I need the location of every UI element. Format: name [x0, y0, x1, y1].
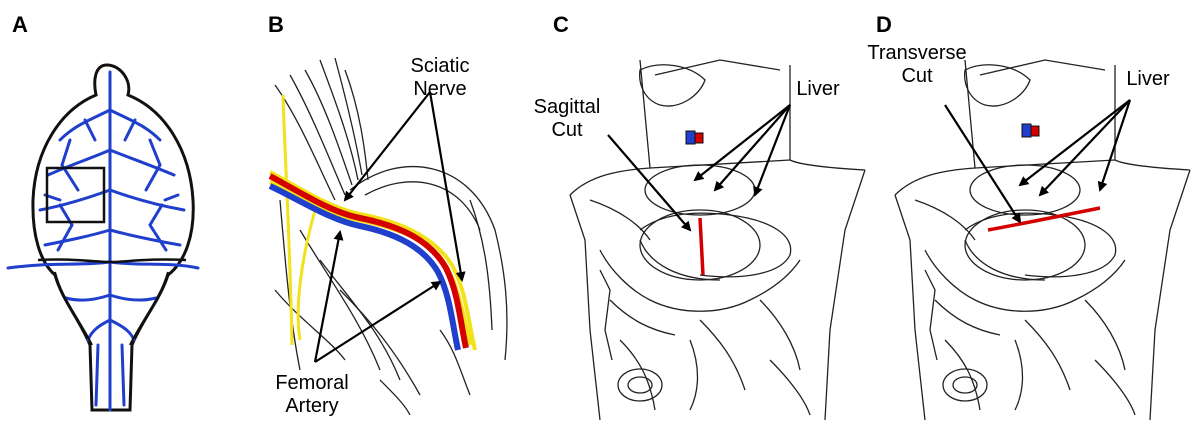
label-femoral-line2: Artery — [262, 395, 362, 418]
panel-d-anatomy-sketch — [895, 60, 1190, 420]
panel-a-brain-diagram — [8, 65, 198, 410]
label-transverse-line2: Cut — [862, 65, 972, 88]
label-sagittal-cut: Sagittal Cut — [527, 96, 607, 142]
panel-b-hindlimb-diagram — [270, 58, 507, 415]
label-liver-c: Liver — [788, 78, 848, 101]
label-femoral-artery: Femoral Artery — [262, 372, 362, 418]
label-sciatic-line2: Nerve — [400, 78, 480, 101]
label-sagittal-line2: Cut — [527, 119, 607, 142]
panel-c-arrows — [608, 105, 790, 230]
panel-c-abdomen-diagram — [570, 60, 865, 420]
label-transverse-cut: Transverse Cut — [862, 42, 972, 88]
panel-c-anatomy-sketch — [570, 60, 865, 420]
label-liver-d: Liver — [1118, 68, 1178, 91]
label-transverse-line1: Transverse — [862, 42, 972, 65]
panel-d-abdomen-diagram — [895, 60, 1190, 420]
label-sciatic-nerve: Sciatic Nerve — [400, 55, 480, 101]
label-sagittal-line1: Sagittal — [527, 96, 607, 119]
label-sciatic-line1: Sciatic — [400, 55, 480, 78]
label-femoral-line1: Femoral — [262, 372, 362, 395]
